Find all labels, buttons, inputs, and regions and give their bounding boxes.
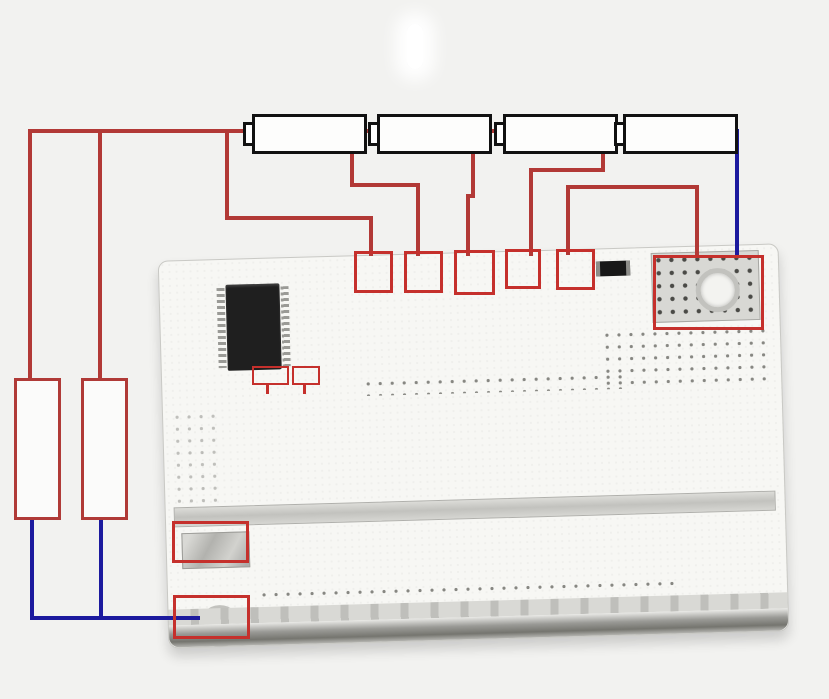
page-title <box>0 24 829 69</box>
via-field <box>170 410 224 512</box>
hanging-pointer-line <box>266 383 269 394</box>
battery-body <box>252 114 367 154</box>
hanging-jumper-highlight <box>252 366 289 385</box>
short-jumper-highlight <box>292 366 320 385</box>
b4-pad-highlight <box>404 251 443 293</box>
battery-body <box>503 114 618 154</box>
b1-pad-highlight <box>556 249 595 290</box>
solder-bus-strip <box>173 490 776 528</box>
protection-ic <box>225 283 282 371</box>
battery-cell-2 <box>368 114 492 154</box>
battery-cell-1 <box>243 114 367 154</box>
charger-terminal-text <box>23 385 53 513</box>
battery-body <box>623 114 738 154</box>
zero-ohm-resistor <box>595 260 631 277</box>
load-terminal-box <box>81 378 128 520</box>
load-terminal-text <box>90 385 120 513</box>
c-minus-pad-highlight <box>173 595 250 639</box>
short-pointer-line <box>303 383 306 394</box>
charger-terminal-box <box>14 378 61 520</box>
battery-body <box>377 114 492 154</box>
via-field <box>362 370 623 397</box>
title-voltage-highlight <box>406 24 423 69</box>
p-minus-pad-highlight <box>172 521 249 563</box>
b-plus-pad-highlight <box>354 251 393 293</box>
b3-pad-highlight <box>454 250 495 295</box>
battery-cell-3 <box>494 114 618 154</box>
b2-pad-highlight <box>505 249 541 289</box>
ic-pins-right <box>280 286 291 367</box>
battery-cell-4 <box>614 114 738 154</box>
b-minus-pad-highlight <box>653 255 764 330</box>
via-field <box>600 324 773 390</box>
